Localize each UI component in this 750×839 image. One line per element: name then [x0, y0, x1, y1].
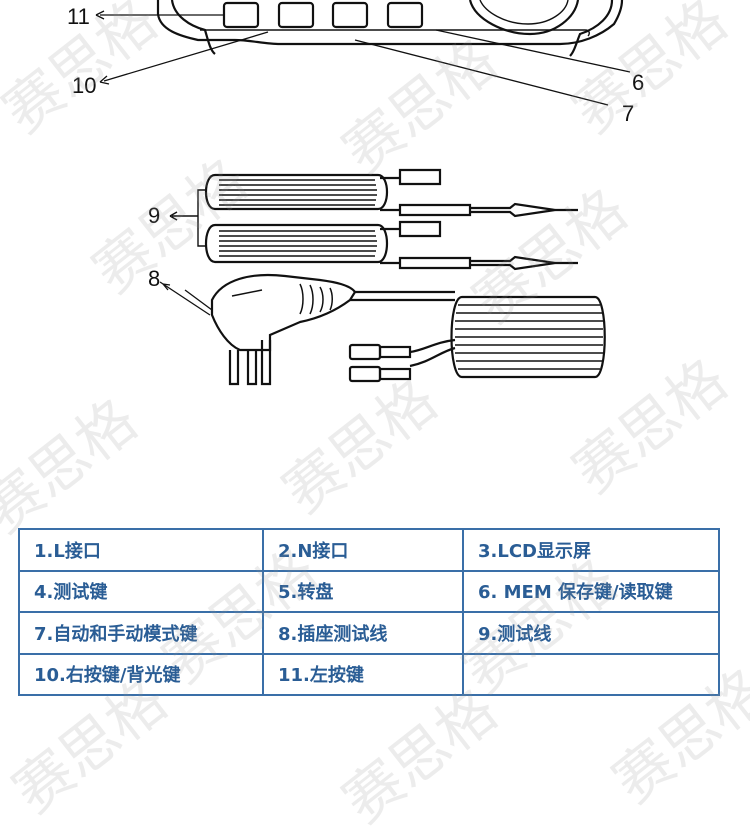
table-row: 7.自动和手动模式键 8.插座测试线 9.测试线: [18, 611, 720, 655]
callout-lines: [95, 10, 631, 106]
callout-8: 8: [148, 266, 161, 291]
socket-test-plug: [159, 273, 455, 386]
table-row: 4.测试键 5.转盘 6. MEM 保存键/读取键: [18, 569, 720, 613]
callout-7: 7: [622, 101, 635, 126]
legend-table: 1.L接口 2.N接口 3.LCD显示屏 4.测试键 5.转盘 6. MEM 保…: [18, 528, 720, 696]
test-leads-coil-lower: [204, 220, 578, 271]
legend-cell: 8.插座测试线: [262, 611, 464, 655]
legend-cell: [462, 652, 720, 696]
callout-11: 11: [67, 4, 90, 29]
callout-10: 10: [72, 73, 97, 98]
arrow-8: [162, 283, 171, 291]
front-buttons: [222, 1, 424, 29]
device-body: [156, 0, 624, 57]
legend-cell: 5.转盘: [262, 569, 464, 613]
legend-cell: 10.右按键/背光键: [18, 652, 264, 696]
legend-cell: 9.测试线: [462, 611, 720, 655]
accessories-diagram: [95, 0, 631, 386]
flat-coiled-cord: [409, 295, 606, 379]
croc-connectors: [348, 343, 412, 383]
table-row: 1.L接口 2.N接口 3.LCD显示屏: [18, 528, 720, 572]
legend-cell: 11.左按键: [262, 652, 464, 696]
callout-6: 6: [632, 70, 645, 95]
legend-cell: 2.N接口: [262, 528, 464, 572]
table-row: 10.右按键/背光键 11.左按键: [18, 652, 720, 696]
legend-cell: 3.LCD显示屏: [462, 528, 720, 572]
legend-cell: 6. MEM 保存键/读取键: [462, 569, 720, 613]
test-leads-coil-upper: [204, 168, 578, 218]
bracket-9: [169, 189, 205, 247]
legend-cell: 1.L接口: [18, 528, 264, 572]
callout-9: 9: [148, 203, 161, 228]
legend-cell: 7.自动和手动模式键: [18, 611, 264, 655]
legend-cell: 4.测试键: [18, 569, 264, 613]
